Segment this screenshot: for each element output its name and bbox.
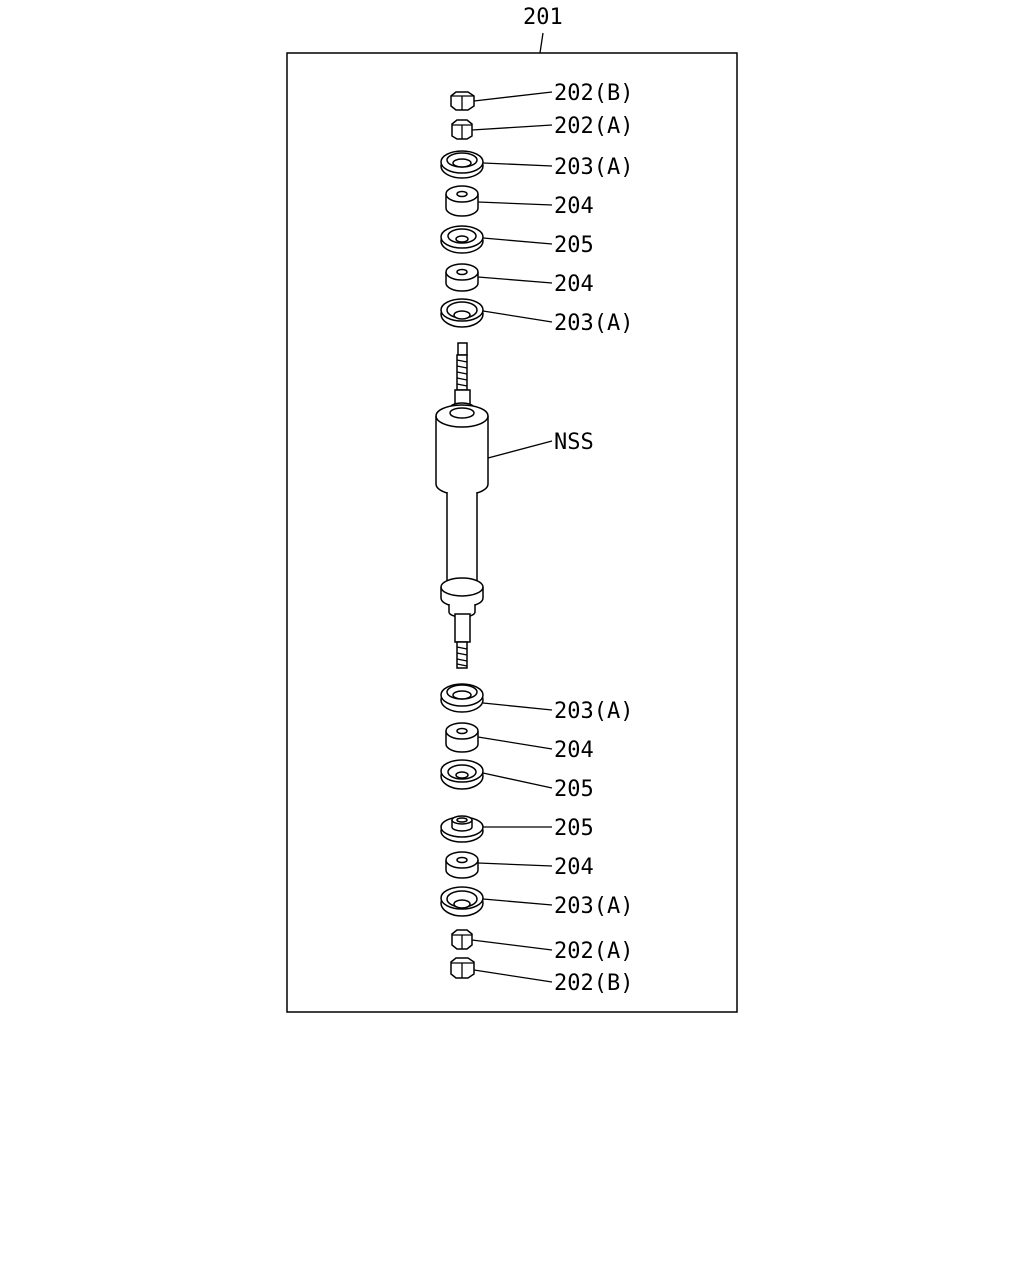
leader-205-2	[482, 772, 553, 789]
leader-203a-4	[482, 898, 553, 906]
label-205-3: 205	[554, 816, 594, 841]
part-203a-cup-4	[440, 886, 484, 917]
part-204-bush-1	[445, 185, 479, 217]
part-204-bush-2	[445, 263, 479, 292]
part-205-cup-2	[440, 759, 484, 790]
assembly-label: 201	[523, 5, 563, 30]
assembly-leader	[539, 32, 544, 54]
leader-nss	[487, 440, 553, 459]
part-202b-upper-nut	[450, 91, 475, 111]
label-204-4: 204	[554, 855, 594, 880]
label-204-1: 204	[554, 194, 594, 219]
leader-202a-upper	[471, 124, 553, 131]
part-204-bush-3	[445, 722, 479, 753]
leader-204-4	[477, 862, 553, 867]
leader-204-2	[477, 276, 553, 284]
assembly-frame	[286, 52, 738, 1013]
leader-202a-lower	[471, 939, 553, 951]
label-202b-lower: 202(B)	[554, 971, 633, 996]
leader-202b-upper	[473, 91, 553, 102]
part-205-cup-1	[440, 225, 484, 254]
label-203a-4: 203(A)	[554, 894, 633, 919]
leader-204-3	[477, 736, 553, 750]
label-204-2: 204	[554, 272, 594, 297]
part-203a-cup-2	[440, 298, 484, 328]
label-204-3: 204	[554, 738, 594, 763]
leader-203a-3	[482, 702, 553, 711]
part-204-bush-4	[445, 851, 479, 879]
part-203a-cup-3	[440, 683, 484, 713]
label-202b-upper: 202(B)	[554, 81, 633, 106]
leader-203a-2	[482, 310, 553, 323]
label-202a-lower: 202(A)	[554, 939, 633, 964]
label-203a-1: 203(A)	[554, 155, 633, 180]
leader-202b-lower	[473, 969, 553, 983]
part-202a-upper-nut	[451, 119, 473, 140]
part-202a-lower-nut	[451, 929, 473, 950]
part-203a-cup-1	[440, 150, 484, 179]
label-202a-upper: 202(A)	[554, 114, 633, 139]
shock-absorber	[435, 342, 489, 669]
label-205-2: 205	[554, 777, 594, 802]
part-202b-lower-nut	[450, 957, 475, 979]
leader-203a-1	[482, 162, 553, 167]
label-203a-3: 203(A)	[554, 699, 633, 724]
part-205-cup-raised	[440, 815, 484, 843]
label-203a-2: 203(A)	[554, 311, 633, 336]
label-nss: NSS	[554, 430, 594, 455]
label-205-1: 205	[554, 233, 594, 258]
leader-205-1	[482, 237, 553, 245]
leader-204-1	[477, 201, 553, 206]
